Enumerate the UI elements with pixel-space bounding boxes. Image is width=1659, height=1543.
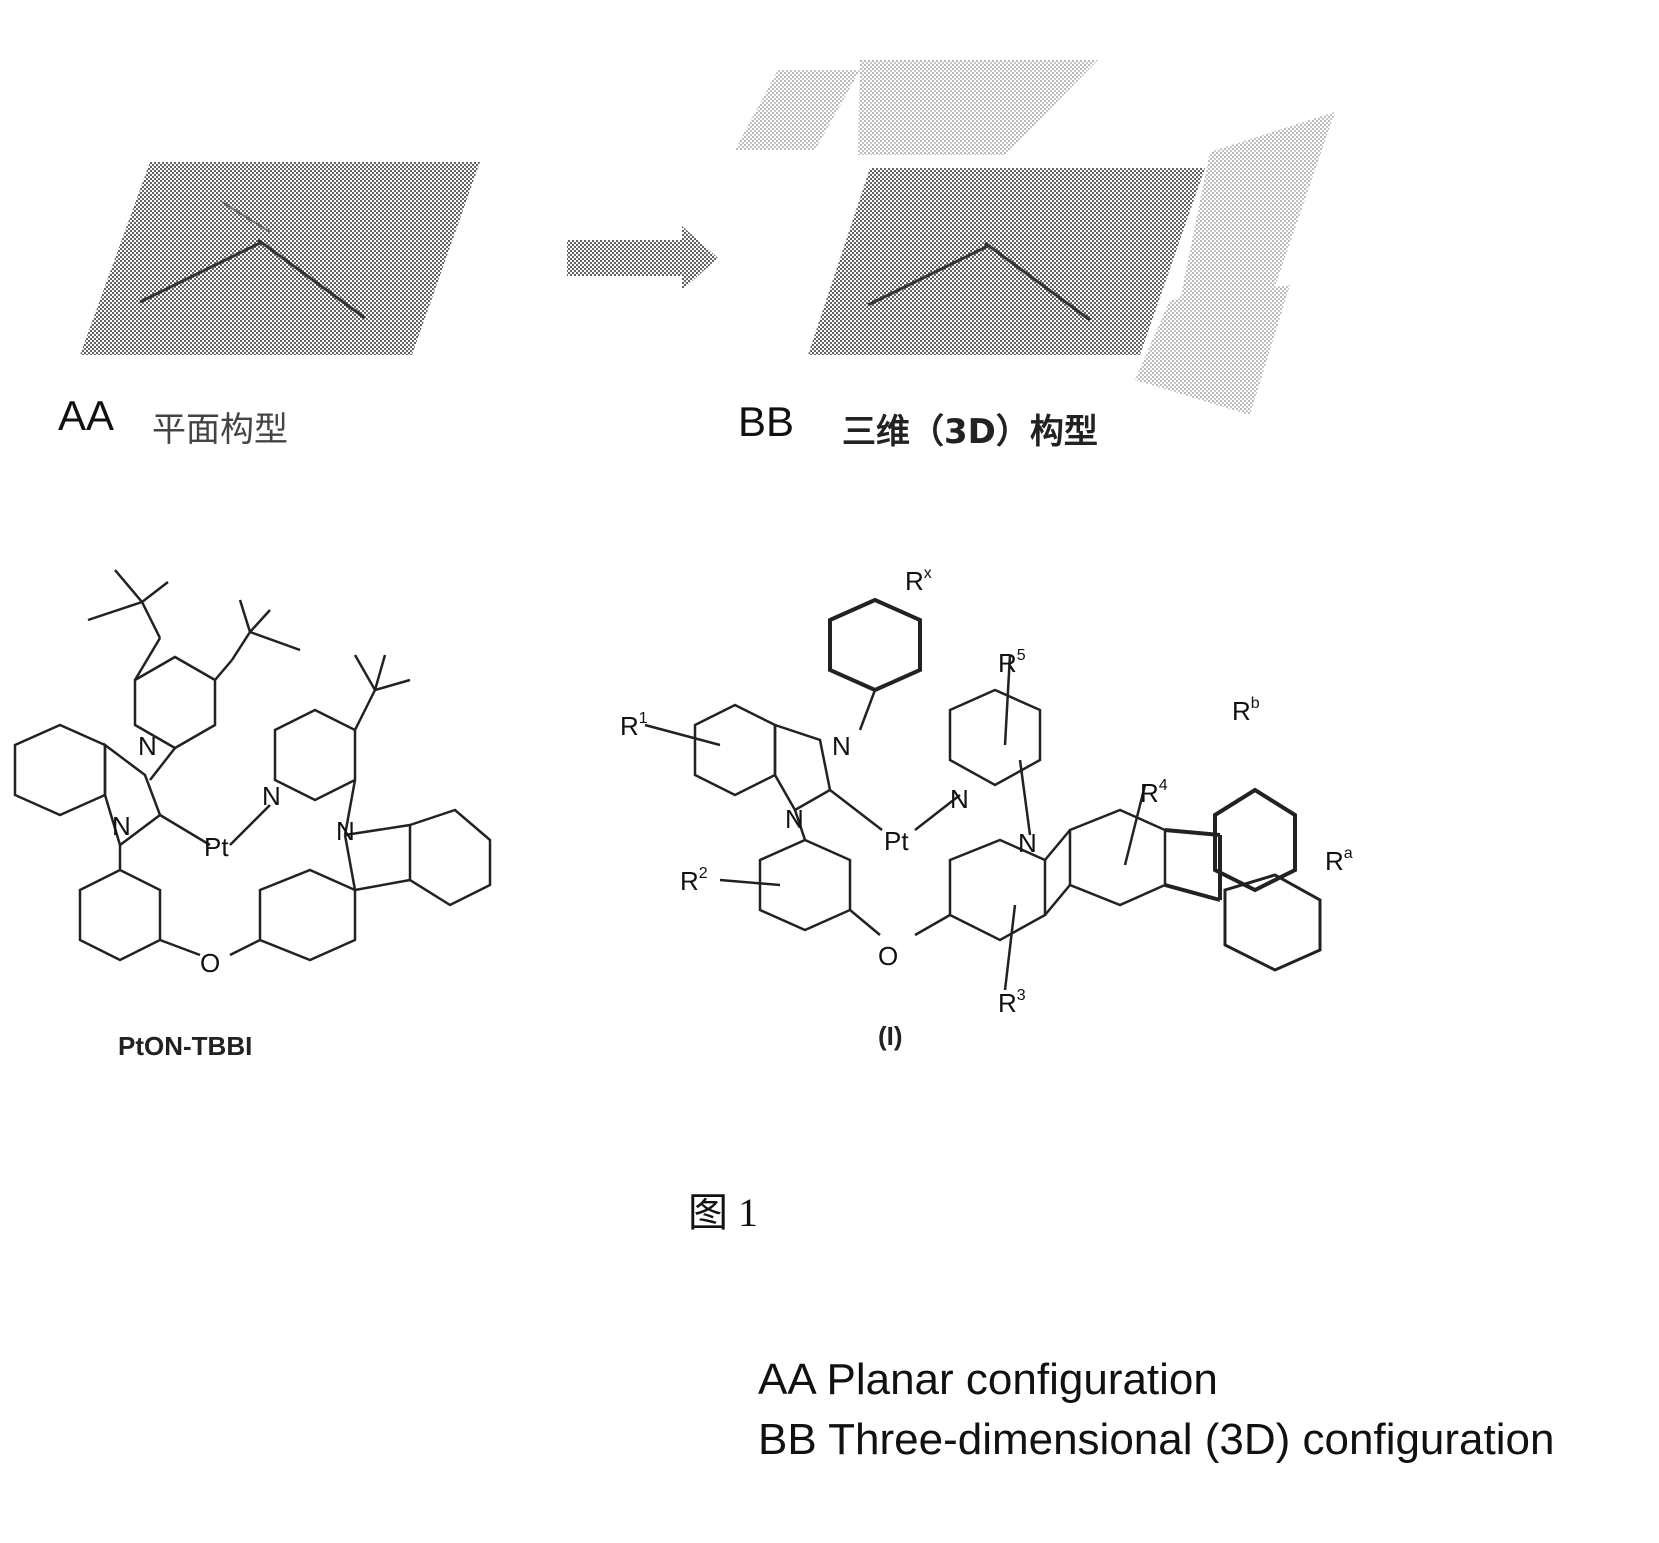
substituent-r5: R5 xyxy=(998,647,1026,678)
substituent-r3: R3 xyxy=(998,987,1026,1018)
pton-tbbi-structure: N N Pt N N O PtON-TBBI xyxy=(13,569,492,1061)
substituent-r1: R1 xyxy=(620,710,648,741)
atom-pt: Pt xyxy=(204,832,229,862)
atom-n1: N xyxy=(138,731,157,761)
substituent-r2: R2 xyxy=(680,865,708,896)
arrow-icon xyxy=(567,226,718,290)
atom-n3: N xyxy=(950,784,969,814)
substituent-ra: Ra xyxy=(1325,845,1353,876)
label-bb: BB xyxy=(738,398,795,445)
label-aa-caption: 平面构型 xyxy=(152,410,288,450)
atom-n1: N xyxy=(832,731,851,761)
legend-line-aa: AA Planar configuration xyxy=(758,1355,1218,1404)
substituent-rx: Rx xyxy=(905,565,932,596)
atom-o: O xyxy=(878,941,898,971)
three-dimensional-sheets xyxy=(735,60,1335,415)
label-bb-caption: 三维（3D）构型 xyxy=(842,412,1098,452)
atom-n4: N xyxy=(1018,828,1037,858)
atom-pt: Pt xyxy=(884,826,909,856)
atom-n3: N xyxy=(262,781,281,811)
atom-n4: N xyxy=(336,816,355,846)
atom-o: O xyxy=(200,948,220,978)
planar-sheet xyxy=(80,162,480,355)
configuration-illustration xyxy=(80,60,1335,415)
general-formula-structure: Rx R1 R5 Rb R4 Ra R2 R3 N N Pt N N O (I) xyxy=(620,565,1353,1051)
compound-name-pton-tbbi: PtON-TBBI xyxy=(118,1031,252,1061)
legend-line-bb: BB Three-dimensional (3D) configuration xyxy=(758,1415,1555,1464)
substituent-rb: Rb xyxy=(1232,695,1260,726)
atom-n2: N xyxy=(112,811,131,841)
atom-n2: N xyxy=(785,804,804,834)
compound-name-formula-i: (I) xyxy=(878,1021,903,1051)
figure-label: 图 1 xyxy=(688,1190,758,1235)
label-aa: AA xyxy=(58,392,115,439)
substituent-r4: R4 xyxy=(1140,777,1168,808)
